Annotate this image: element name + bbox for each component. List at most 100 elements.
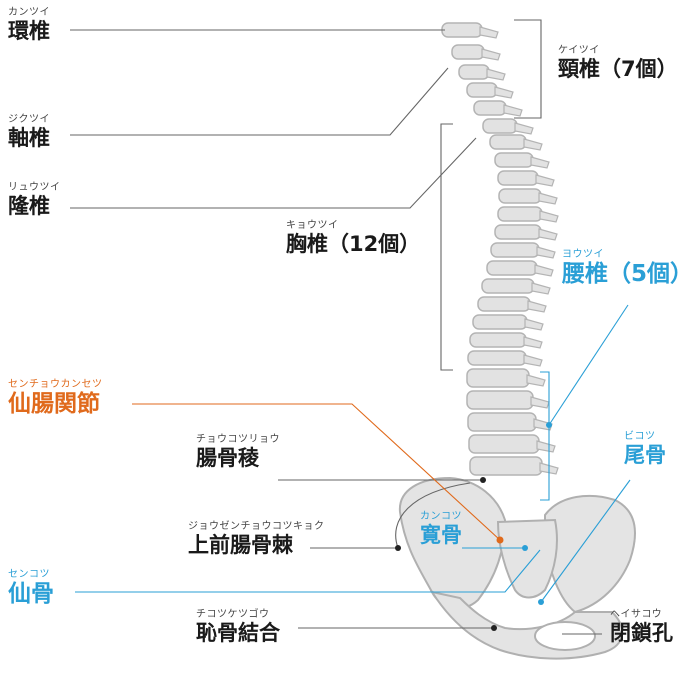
vertebra-process xyxy=(538,192,558,205)
label-jikutsui: ジクツイ 軸椎 xyxy=(8,115,50,149)
blue-leader-lines xyxy=(75,304,631,603)
vertebra-process xyxy=(514,122,534,135)
vertebra xyxy=(468,434,540,454)
vertebra-process xyxy=(524,318,544,331)
vertebra xyxy=(494,152,534,168)
ruby-kyoutsui: キョウツイ xyxy=(286,220,339,231)
dot-kankotsu xyxy=(522,545,528,551)
name-jikutsui: 軸椎 xyxy=(8,126,50,150)
name-kyoutsui: 胸椎（12個） xyxy=(286,232,421,256)
ruby-kantsui: カンツイ xyxy=(8,7,50,18)
ruby-ryuutsui: リュウツイ xyxy=(8,182,61,193)
vertebra xyxy=(469,456,543,476)
vertebra xyxy=(472,314,528,330)
vertebra-process xyxy=(523,336,543,349)
label-heisakou: ヘイサコウ 閉鎖孔 xyxy=(610,610,673,644)
leader-bikotsu xyxy=(540,479,631,603)
name-jouzen: 上前腸骨棘 xyxy=(188,533,293,557)
label-kantsui: カンツイ 環椎 xyxy=(8,8,50,42)
vertebra-process xyxy=(536,246,556,259)
vertebra xyxy=(497,206,543,222)
label-choukotsuryou: チョウコツリョウ 腸骨稜 xyxy=(196,435,280,469)
name-bikotsu: 尾骨 xyxy=(624,443,666,467)
vertebra xyxy=(477,296,531,312)
label-youtsui: ヨウツイ 腰椎（5個） xyxy=(562,250,689,286)
right-ilium xyxy=(544,494,636,614)
vertebra xyxy=(466,390,534,410)
vertebra-process xyxy=(530,396,550,409)
label-ryuutsui: リュウツイ 隆椎 xyxy=(8,183,61,217)
ruby-senchou: センチョウカンセツ xyxy=(8,379,103,390)
vertebral-column xyxy=(441,22,559,476)
label-jouzen: ジョウゼンチョウコツキョク 上前腸骨棘 xyxy=(188,522,325,556)
vertebra xyxy=(489,134,527,150)
bracket-kyoutsui xyxy=(440,123,453,371)
dot-senchou xyxy=(496,536,504,544)
vertebra-process xyxy=(530,156,550,169)
vertebra-process xyxy=(534,264,554,277)
name-keitsui: 頸椎（7個） xyxy=(558,57,678,81)
vertebra-process xyxy=(486,68,506,81)
leader-ryuutsui xyxy=(70,137,477,209)
name-ryuutsui: 隆椎 xyxy=(8,194,50,218)
leader-youtsui xyxy=(548,304,629,426)
vertebra-process xyxy=(523,138,543,151)
ruby-keitsui: ケイツイ xyxy=(558,45,600,56)
label-senchou: センチョウカンセツ 仙腸関節 xyxy=(8,380,103,416)
leader-jikutsui xyxy=(70,67,449,136)
sacrum xyxy=(496,518,558,599)
vertebra xyxy=(482,118,518,134)
name-choukotsuryou: 腸骨稜 xyxy=(196,446,259,470)
leader-senchou xyxy=(132,403,501,541)
ruby-youtsui: ヨウツイ xyxy=(562,249,604,260)
dot-jouzen xyxy=(395,545,401,551)
vertebra-process xyxy=(536,440,556,453)
name-heisakou: 閉鎖孔 xyxy=(610,621,673,645)
ruby-kankotsu: カンコツ xyxy=(420,511,462,522)
vertebra xyxy=(451,44,485,60)
name-kantsui: 環椎 xyxy=(8,19,50,43)
leader-lines xyxy=(70,19,602,635)
vertebra xyxy=(497,170,539,186)
vertebra xyxy=(467,412,537,432)
vertebra xyxy=(490,242,540,258)
vertebra xyxy=(441,22,483,38)
name-kankotsu: 寛骨 xyxy=(420,523,462,547)
label-kyoutsui: キョウツイ 胸椎（12個） xyxy=(286,221,420,255)
obturator-foramen-shape xyxy=(534,621,596,651)
vertebra-process xyxy=(538,228,558,241)
label-keitsui: ケイツイ 頸椎（7個） xyxy=(558,46,678,80)
vertebra xyxy=(481,278,535,294)
vertebra xyxy=(473,100,507,116)
dot-youtsui xyxy=(546,422,552,428)
vertebra xyxy=(494,224,542,240)
ruby-senkotsu: センコツ xyxy=(8,569,50,580)
vertebra xyxy=(458,64,490,80)
ruby-heisakou: ヘイサコウ xyxy=(610,609,663,620)
leader-senkotsu xyxy=(75,549,541,593)
leader-jouzen xyxy=(310,482,471,549)
bracket-keitsui xyxy=(514,19,542,119)
vertebra-process xyxy=(526,374,546,387)
pelvis xyxy=(398,476,636,660)
bracket-youtsui xyxy=(540,371,550,501)
ruby-jouzen: ジョウゼンチョウコツキョク xyxy=(188,521,325,532)
vertebra-process xyxy=(503,104,523,117)
name-youtsui: 腰椎（5個） xyxy=(562,261,689,287)
vertebra xyxy=(467,350,527,366)
vertebra-process xyxy=(479,26,499,39)
name-senchou: 仙腸関節 xyxy=(8,391,100,417)
name-senkotsu: 仙骨 xyxy=(8,581,54,607)
name-chikotsu: 恥骨結合 xyxy=(196,621,280,645)
vertebra xyxy=(498,188,542,204)
dot-bikotsu xyxy=(538,599,544,605)
vertebra-process xyxy=(531,282,551,295)
label-bikotsu: ビコツ 尾骨 xyxy=(624,432,666,466)
vertebra xyxy=(466,82,498,98)
label-chikotsu: チコツケツゴウ 恥骨結合 xyxy=(196,610,280,644)
vertebra xyxy=(466,368,530,388)
vertebra-process xyxy=(539,210,559,223)
ruby-choukotsuryou: チョウコツリョウ xyxy=(196,434,280,445)
label-senkotsu: センコツ 仙骨 xyxy=(8,570,54,606)
